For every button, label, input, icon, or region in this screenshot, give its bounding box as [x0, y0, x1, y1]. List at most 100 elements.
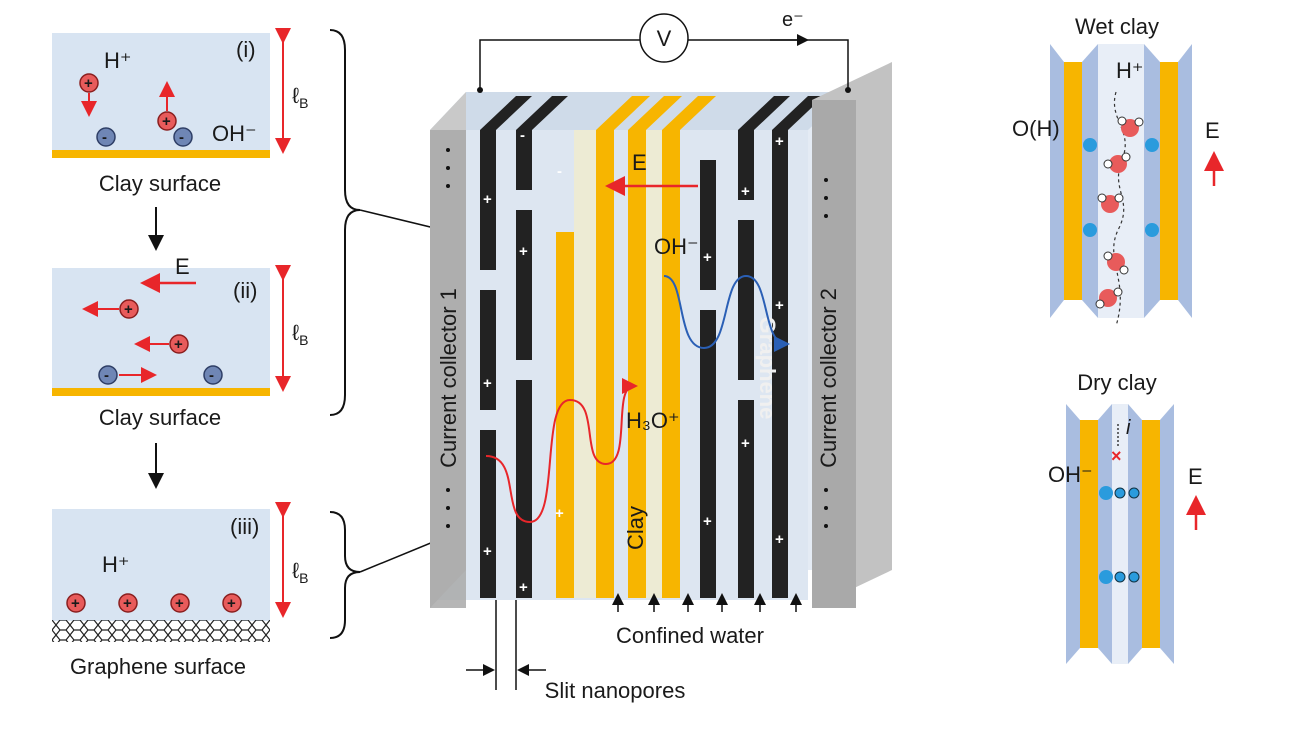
cation-icon: [169, 334, 189, 354]
plus-sign: +: [703, 513, 712, 530]
collector2-label: Current collector 2: [816, 288, 841, 468]
wet-oh-group: O(H): [1012, 116, 1060, 141]
wall: [1178, 44, 1192, 318]
plus-sign: +: [775, 133, 784, 150]
cation-icon: [157, 111, 177, 131]
circuit-wire: [688, 39, 849, 90]
device: + + + + + - + + + + + + + + - Current co…: [430, 9, 892, 703]
clay-sheet: [596, 130, 614, 598]
cation-sign: +: [174, 336, 183, 353]
dry-oh: OH⁻: [1048, 462, 1093, 487]
oh-path-icon: [663, 274, 790, 352]
graphene-sheet: [516, 130, 532, 190]
voltmeter-label: V: [657, 26, 672, 51]
circuit-wire: [479, 39, 640, 90]
panel-iii-hplus: H⁺: [102, 552, 130, 577]
plus-sign: +: [519, 579, 528, 596]
wall: [1144, 44, 1160, 318]
clay-sheet: [628, 130, 646, 598]
anion-sign: -: [104, 367, 109, 384]
clay-top: [662, 96, 716, 130]
panel-iii: (iii) H⁺ + + + + ℓB Graphene surface: [52, 502, 308, 679]
graphene-sheet: [738, 220, 754, 380]
terminal-dot: [845, 87, 851, 93]
clay-sheet: [1064, 62, 1082, 300]
clay-sheet: [1080, 420, 1098, 648]
wall: [1066, 404, 1080, 664]
h3o-path-icon: [485, 378, 638, 524]
electron-label: e⁻: [782, 9, 804, 31]
collector1: [430, 130, 466, 608]
panel-i: (i) H⁺ OH⁻ + + - - ℓB Clay surface: [52, 28, 308, 196]
surface-anions: [1083, 138, 1159, 237]
wall: [1050, 44, 1064, 318]
collector1-label: Current collector 1: [436, 288, 461, 468]
brace-icon: [329, 29, 361, 416]
length-symbol: ℓ: [292, 83, 300, 108]
dry-field: E: [1188, 464, 1203, 489]
panel-i-hplus: H⁺: [104, 48, 132, 73]
channel: [1112, 404, 1128, 664]
slit-nanopores-label: Slit nanopores: [545, 678, 686, 703]
graphene-sheet: [738, 130, 754, 200]
panel-ii-clay: [52, 388, 270, 396]
cation-sign: +: [71, 595, 80, 612]
cation-sign: +: [162, 113, 171, 130]
cation-icon: [66, 593, 86, 613]
clay-sheet: [1142, 420, 1160, 648]
panel-i-tag: (i): [236, 37, 256, 62]
collector2: [812, 100, 856, 608]
wall: [1082, 44, 1098, 318]
block-x-icon: ×: [1111, 446, 1122, 466]
length-symbol: ℓ: [292, 558, 300, 583]
collector-dots: [446, 148, 828, 528]
graphene-top: [738, 96, 790, 130]
plus-sign: +: [703, 249, 712, 266]
graphene-layers: [480, 96, 824, 598]
length-label: ℓB: [292, 83, 308, 111]
water-molecules: [1095, 116, 1144, 309]
graphene-sheet: [480, 290, 496, 410]
cation-icon: [222, 593, 242, 613]
panel-i-clay: [52, 150, 270, 158]
graphene-sheet: [700, 160, 716, 290]
panel-ii-surface: Clay surface: [99, 405, 221, 430]
clay-gap: [574, 130, 596, 598]
hydroxide-molecules: [1099, 486, 1140, 584]
clay-sheet: [556, 232, 574, 598]
plus-sign: +: [555, 505, 564, 522]
panel-ii-field: E: [175, 254, 190, 279]
charge-signs: + + + + + - + + + + + + + + -: [483, 127, 784, 596]
graphene-sheet: [480, 130, 496, 270]
anion-icon: [203, 365, 223, 385]
panel-ii: (ii) E + + - - ℓB Clay surface: [52, 254, 308, 430]
panel-ii-tag: (ii): [233, 278, 257, 303]
dry-current: i: [1126, 417, 1131, 439]
length-sub: B: [299, 570, 308, 586]
minus-sign: -: [557, 163, 562, 180]
center-field-label: E: [632, 150, 647, 175]
plus-sign: +: [741, 435, 750, 452]
graphene-sheet: [516, 380, 532, 598]
channel: [1098, 44, 1144, 318]
plus-sign: +: [483, 375, 492, 392]
cation-sign: +: [227, 595, 236, 612]
graphene-sheet: [700, 310, 716, 598]
anion-icon: [98, 365, 118, 385]
minus-sign: -: [520, 127, 525, 144]
plus-sign: +: [741, 183, 750, 200]
length-label: ℓB: [292, 320, 308, 348]
cation-sign: +: [123, 595, 132, 612]
confined-water-label: Confined water: [616, 623, 764, 648]
plus-sign: +: [519, 243, 528, 260]
wet-field: E: [1205, 118, 1220, 143]
anion-icon: [96, 127, 116, 147]
anion-icon: [173, 127, 193, 147]
cation-icon: [119, 299, 139, 319]
wall: [1128, 404, 1142, 664]
wet-hplus: H⁺: [1116, 58, 1144, 83]
graphene-top: [772, 96, 824, 130]
graphene-top: [516, 96, 568, 130]
